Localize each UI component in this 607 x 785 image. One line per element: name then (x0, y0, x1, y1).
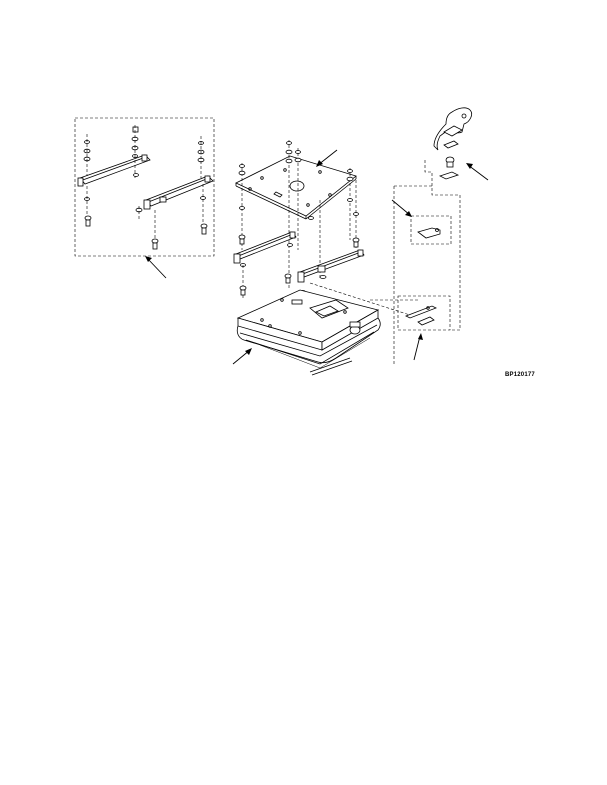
plate-center-hole (289, 180, 305, 192)
slide-rail-right (143, 175, 214, 210)
mounting-plate (235, 140, 360, 290)
hardware-stack-left (83, 134, 92, 227)
hardware-stack-right (197, 136, 208, 235)
callout-arrow-plate (316, 149, 338, 167)
hardware-stack-center (131, 125, 159, 250)
assembly-outline-right (309, 160, 461, 364)
figure-reference-code: BP120177 (505, 372, 535, 378)
callout-arrow-lever (466, 163, 489, 181)
slide-rails-main (233, 231, 365, 304)
detail-box-rails (74, 117, 215, 279)
suspension-base (232, 289, 381, 376)
bracket-box-outline (410, 215, 452, 245)
callout-arrow-rails (145, 256, 167, 279)
latch-box-outline (397, 295, 451, 331)
lever-handle (433, 107, 489, 181)
detail-box-outline (74, 117, 215, 257)
callout-arrow-latch (413, 333, 423, 361)
callout-arrow-base (232, 348, 252, 365)
callout-arrow-bracket (391, 199, 412, 217)
detail-box-latch (397, 295, 451, 361)
detail-box-bracket (391, 199, 452, 245)
